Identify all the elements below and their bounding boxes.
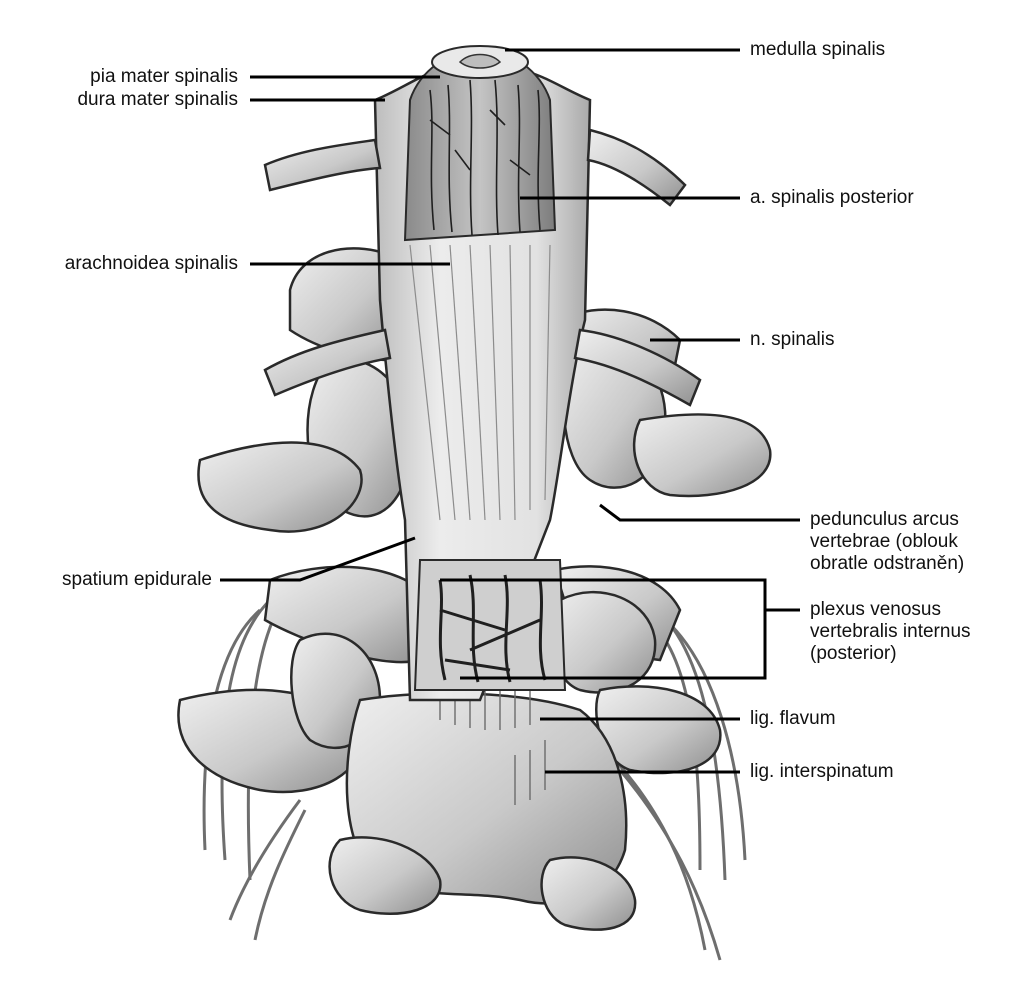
label-plexus-venosus: plexus venosus vertebralis internus (pos…: [810, 599, 971, 665]
label-dura-mater-spinalis: dura mater spinalis: [77, 89, 238, 110]
label-plexus-line3: (posterior): [810, 643, 897, 664]
leader-spatium: [220, 536, 416, 582]
ligament-fibers: [439, 690, 546, 805]
label-lig-interspinatum: lig. interspinatum: [750, 761, 894, 782]
arachnoid-fibers: [409, 244, 551, 521]
label-spatium-epidurale: spatium epidurale: [62, 569, 212, 590]
label-pedunculus-line1: pedunculus arcus: [810, 509, 959, 530]
spinal-cord: [403, 45, 557, 242]
label-pedunculus-line2: vertebrae (oblouk: [810, 531, 958, 552]
lower-vertebra: [177, 565, 722, 931]
nerve-roots: [263, 128, 702, 407]
label-plexus-line2: vertebralis internus: [810, 621, 971, 642]
label-plexus-line1: plexus venosus: [810, 599, 941, 620]
leader-pedunculus: [599, 503, 800, 522]
label-n-spinalis: n. spinalis: [750, 329, 835, 350]
leader-plexus: [440, 578, 800, 680]
cord-vessels: [429, 79, 541, 236]
label-pedunculus-line3: obratle odstraněn): [810, 553, 965, 574]
label-a-spinalis-posterior: a. spinalis posterior: [750, 187, 914, 208]
label-pia-mater-spinalis: pia mater spinalis: [90, 66, 238, 87]
label-arachnoidea-spinalis: arachnoidea spinalis: [64, 253, 238, 274]
label-medulla-spinalis: medulla spinalis: [750, 39, 886, 60]
leader-lines: [220, 48, 800, 774]
venous-plexus: [413, 559, 567, 691]
label-pedunculus-arcus-vertebrae: pedunculus arcus vertebrae (oblouk obrat…: [810, 509, 964, 575]
label-lig-flavum: lig. flavum: [750, 708, 836, 729]
